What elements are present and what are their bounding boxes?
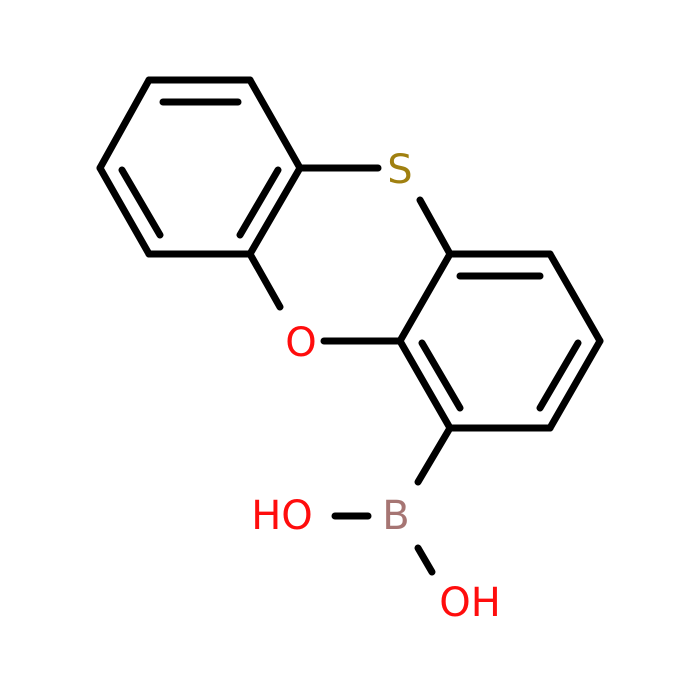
bond [246, 76, 304, 172]
hydroxyl-left-label: HO [251, 493, 313, 539]
oxygen-atom-label: O [285, 320, 316, 366]
double-bond-inner [118, 166, 164, 239]
bond [246, 164, 304, 258]
double-bond-inner [236, 166, 282, 239]
bond [396, 250, 454, 345]
left-benzene-ring [96, 76, 304, 258]
bond [546, 250, 604, 345]
bond [96, 76, 153, 172]
right-benzene-ring [396, 250, 604, 432]
central-ring [246, 164, 454, 345]
hydroxyl-bottom-label: OH [439, 580, 501, 626]
bond [396, 337, 454, 432]
boronic-acid-group [331, 424, 454, 576]
bond-s-c [416, 196, 454, 258]
bond [96, 164, 153, 258]
bond-b-oh-bottom [414, 544, 436, 576]
bond-c-b [414, 424, 454, 486]
double-bond-inner [418, 339, 464, 412]
bond [546, 337, 604, 432]
double-bond-inner [536, 339, 582, 412]
boron-atom-label: B [382, 493, 409, 539]
sulfur-atom-label: S [387, 147, 412, 193]
bond-c-o [246, 250, 284, 311]
